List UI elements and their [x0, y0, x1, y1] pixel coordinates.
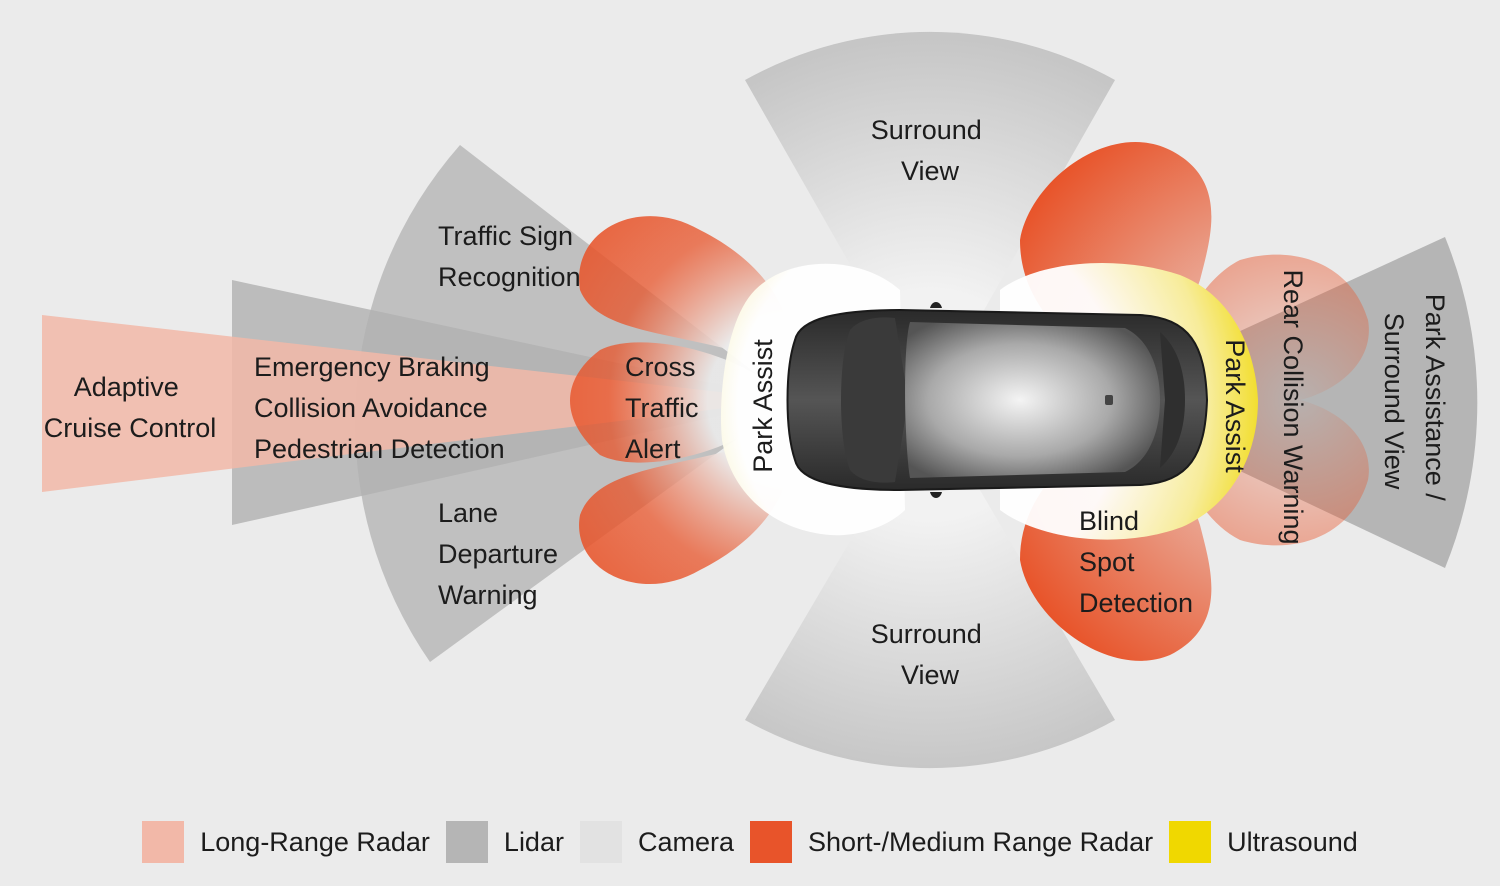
- surround-view-bottom-zone: [745, 405, 1115, 769]
- legend-item-lidar: Lidar: [445, 821, 564, 863]
- cross-traffic-alert-label: Cross Traffic Alert: [625, 352, 706, 464]
- surround-view-bottom-label: Surround View: [871, 619, 990, 690]
- emergency-braking-label: Emergency Braking Collision Avoidance Pe…: [254, 352, 505, 464]
- legend-item-short-medium-range-radar: Short-/Medium Range Radar: [750, 821, 1153, 863]
- legend-item-ultrasound: Ultrasound: [1169, 821, 1358, 863]
- park-assist-front-label: Park Assist: [748, 339, 778, 473]
- legend-swatch: [142, 821, 185, 863]
- surround-view-top-label: Surround View: [871, 115, 990, 186]
- legend-label: Short-/Medium Range Radar: [808, 826, 1154, 857]
- legend-label: Ultrasound: [1227, 826, 1358, 857]
- traffic-sign-recognition-label: Traffic Sign Recognition: [438, 221, 581, 292]
- legend-swatch: [750, 821, 792, 863]
- legend-swatch: [579, 821, 622, 863]
- legend-swatch: [445, 821, 488, 863]
- legend: Long-Range Radar Lidar Camera Short-/Med…: [0, 818, 1500, 866]
- park-assist-rear-label: Park Assist: [1220, 339, 1250, 473]
- legend-label: Long-Range Radar: [200, 826, 430, 857]
- lane-departure-warning-label: Lane Departure Warning: [438, 498, 566, 610]
- legend-item-camera: Camera: [579, 821, 734, 863]
- blind-spot-detection-label: Blind Spot Detection: [1079, 506, 1193, 618]
- park-assistance-surround-label: Park Assistance / Surround View: [1379, 294, 1450, 509]
- legend-label: Lidar: [503, 826, 564, 857]
- surround-view-top-zone: [745, 31, 1115, 405]
- car-top-view: [786, 302, 1209, 498]
- rear-collision-warning-label: Rear Collision Warning: [1278, 269, 1308, 544]
- long-range-radar-zone: [42, 315, 790, 492]
- legend-item-long-range-radar: Long-Range Radar: [142, 821, 430, 863]
- legend-label: Camera: [637, 826, 734, 857]
- legend-swatch: [1169, 821, 1212, 863]
- adaptive-cruise-control-label: Adaptive Cruise Control: [44, 372, 217, 443]
